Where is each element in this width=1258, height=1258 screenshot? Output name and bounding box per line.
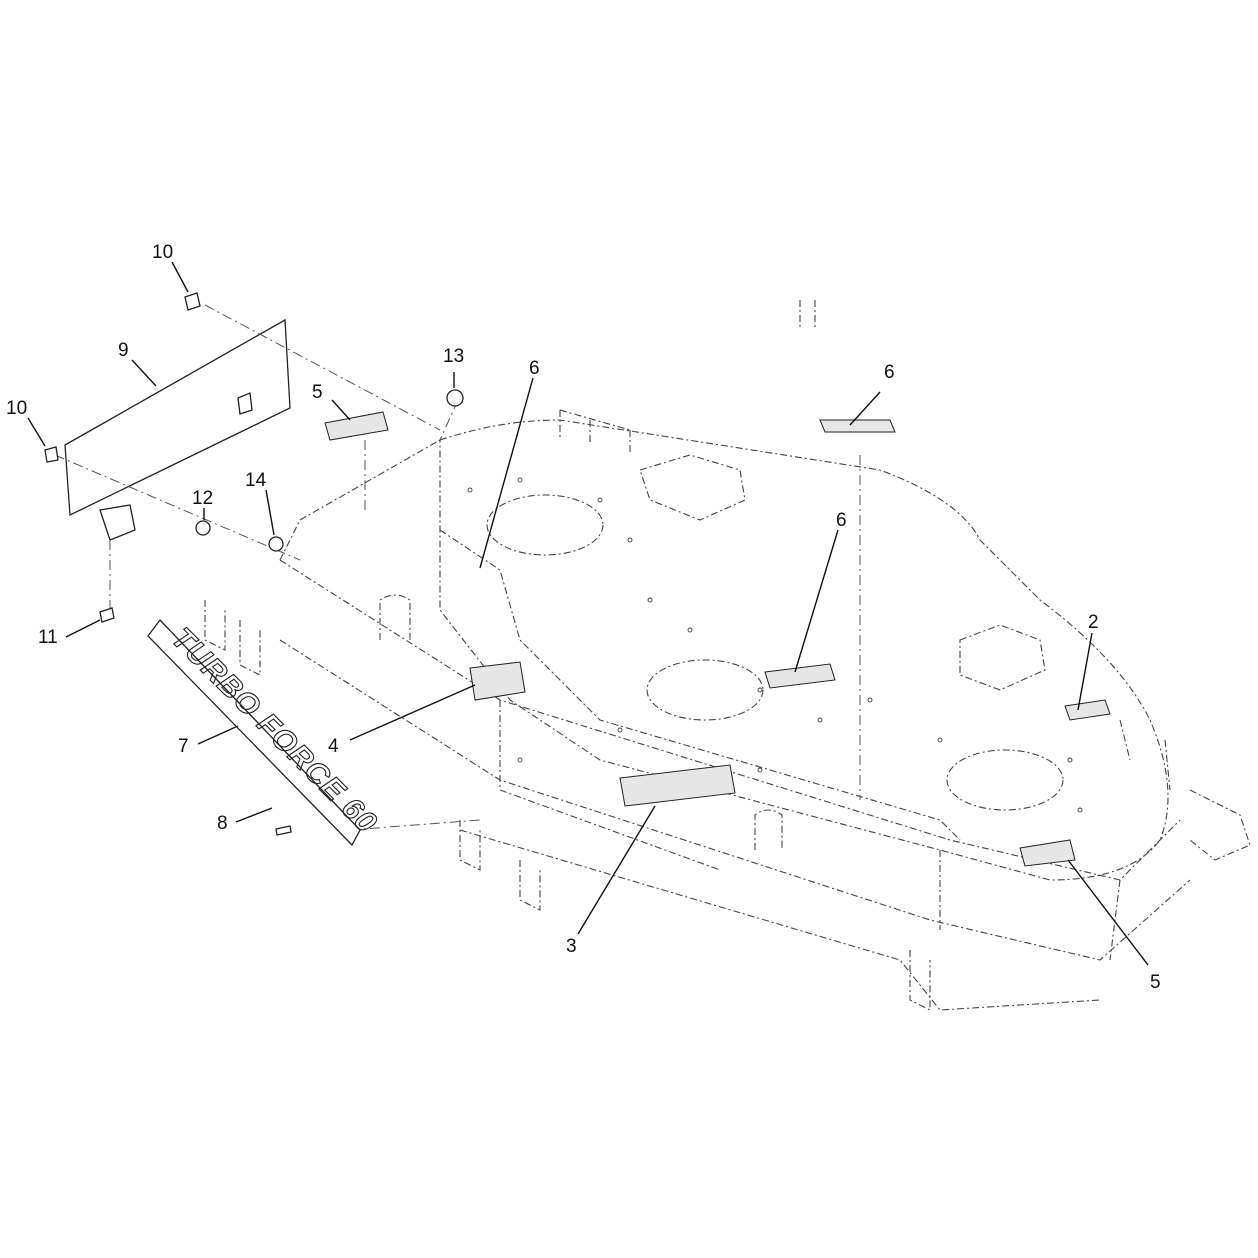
callout-7: 7 [178, 736, 189, 757]
callout-14: 14 [245, 470, 267, 491]
decal-6-top [819, 419, 896, 433]
callout-4: 4 [328, 736, 339, 757]
callout-10-top: 10 [152, 242, 173, 263]
callout-leaders [27, 261, 1149, 966]
callout-3: 3 [566, 936, 577, 957]
emblem-text: TURBO FORCE 60 [165, 622, 383, 840]
shield-plate [64, 318, 291, 541]
callout-11: 11 [38, 627, 58, 648]
decal-2 [1064, 699, 1111, 721]
assembly-phantom-lines [54, 304, 861, 831]
callout-6-center: 6 [836, 510, 847, 531]
callout-6-rear: 6 [529, 358, 540, 379]
callout-10-left: 10 [6, 398, 27, 419]
mower-deck [204, 300, 1251, 1011]
emblem-plate: TURBO FORCE 60 [147, 618, 384, 847]
decal-6-center [764, 663, 836, 689]
callout-5-rear: 5 [312, 382, 323, 403]
callout-2: 2 [1088, 612, 1099, 633]
callout-9: 9 [118, 340, 129, 361]
callout-12: 12 [192, 488, 213, 509]
decal-3 [619, 764, 736, 807]
decal-5-front [1019, 839, 1076, 867]
callout-5-front: 5 [1150, 972, 1161, 993]
decals [324, 411, 1111, 867]
decal-4 [469, 661, 526, 701]
decal-5-rear [324, 411, 389, 441]
callout-labels: 10 9 10 13 5 6 6 12 14 6 2 11 4 7 8 3 5 [6, 242, 1161, 993]
callout-8: 8 [217, 813, 228, 834]
callout-13: 13 [443, 346, 464, 367]
callout-6-top: 6 [884, 362, 895, 383]
fasteners [44, 292, 464, 836]
